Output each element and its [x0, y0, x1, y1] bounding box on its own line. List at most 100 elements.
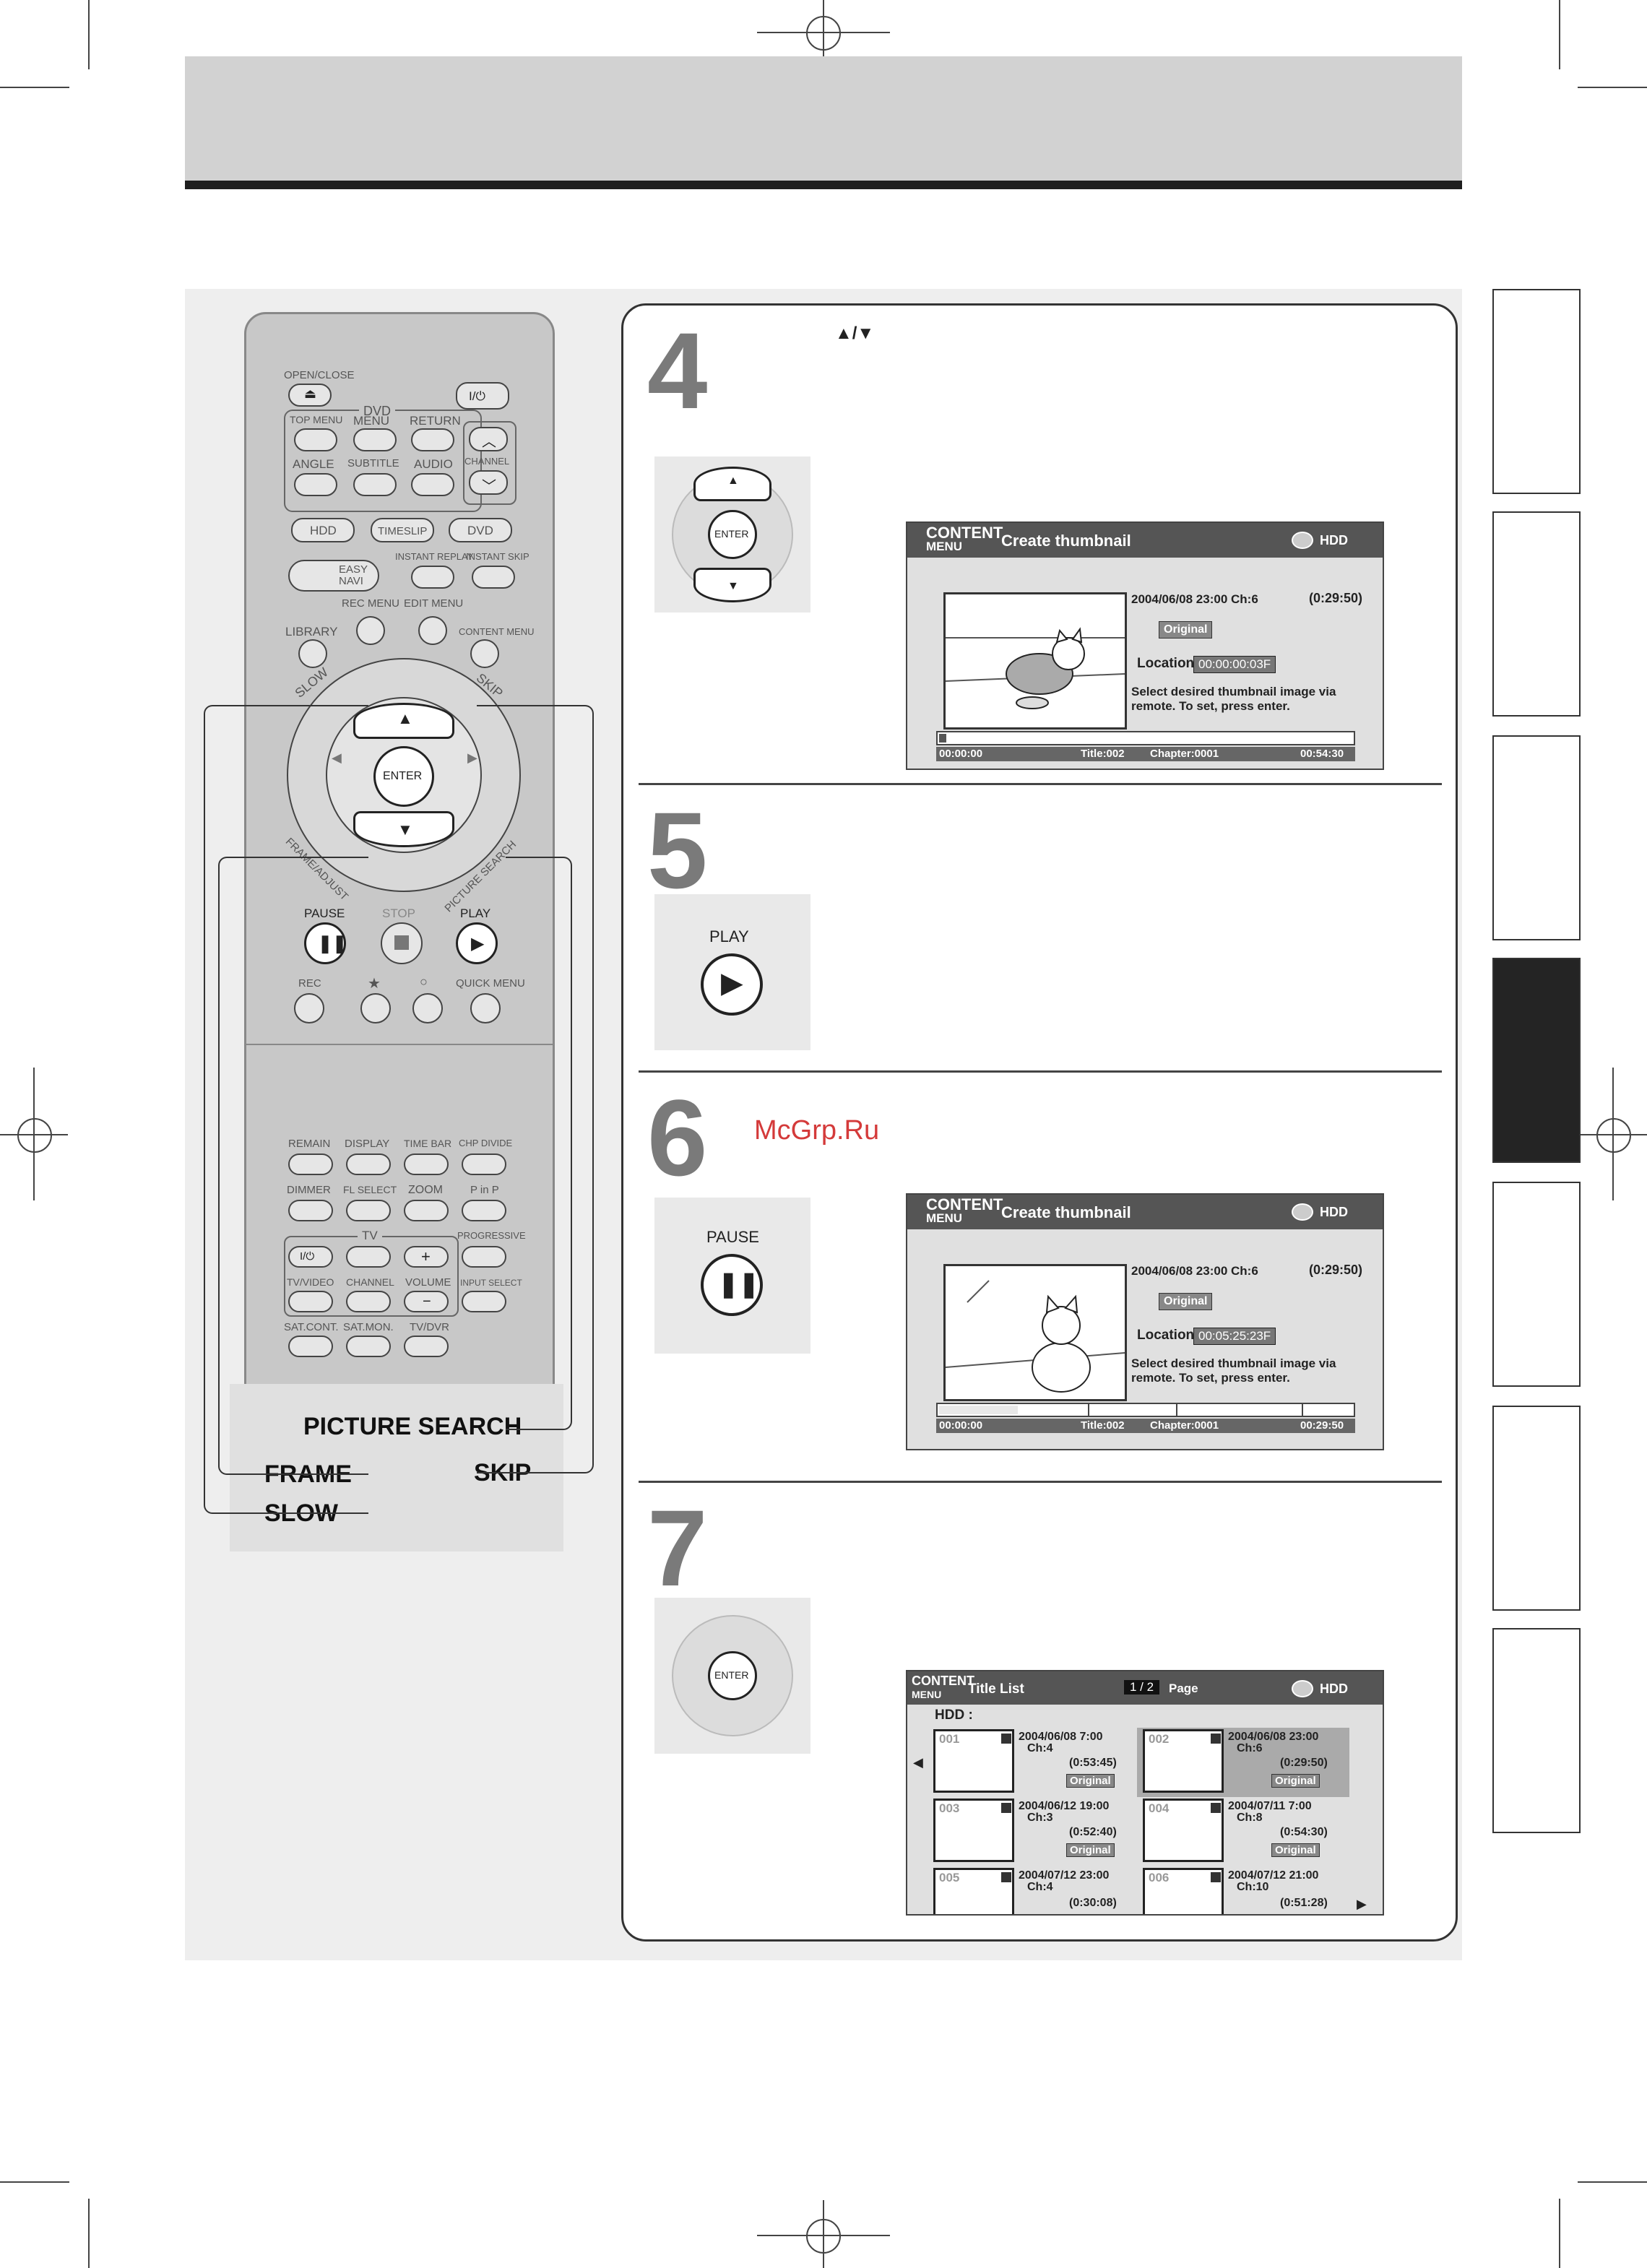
stop-button[interactable] — [381, 922, 423, 964]
p-in-p-button[interactable] — [462, 1200, 506, 1221]
side-tab-active[interactable] — [1492, 958, 1581, 1163]
side-tab[interactable] — [1492, 1628, 1581, 1833]
timeslip-button[interactable]: TIMESLIP — [371, 518, 434, 542]
side-tab[interactable] — [1492, 735, 1581, 940]
edit-menu-button[interactable] — [418, 616, 447, 645]
title-list-item[interactable]: 001 2004/06/08 7:00 Ch:4 (0:53:45) Origi… — [925, 1729, 1134, 1796]
title-list-item[interactable]: 006 2004/07/12 21:00 Ch:10 (0:51:28) — [1137, 1868, 1349, 1914]
title-channel: Ch:4 — [1027, 1742, 1053, 1754]
title-date: 2004/06/08 7:00 — [1019, 1731, 1103, 1743]
dvd-button[interactable]: DVD — [449, 518, 512, 542]
title-number: 004 — [1149, 1801, 1170, 1815]
prev-page-arrow-icon[interactable]: ◀ — [913, 1755, 923, 1770]
menu-button[interactable] — [353, 428, 397, 451]
volume-up-button[interactable]: + — [404, 1246, 449, 1268]
easy-navi-button[interactable]: EASY NAVI — [288, 560, 379, 592]
title-list-item-selected[interactable]: 002 2004/06/08 23:00 Ch:6 (0:29:50) Orig… — [1137, 1728, 1349, 1797]
progressive-button[interactable] — [462, 1246, 506, 1268]
remain-button[interactable] — [288, 1154, 333, 1175]
fl-select-button[interactable] — [346, 1200, 391, 1221]
hdd-button[interactable]: HDD — [291, 518, 355, 542]
title-list-item[interactable]: 003 2004/06/12 19:00 Ch:3 (0:52:40) Orig… — [925, 1799, 1134, 1865]
play-button[interactable]: ▶ — [456, 922, 498, 964]
star-button[interactable] — [360, 993, 391, 1023]
crop-mark — [88, 0, 90, 69]
up-arrow-button[interactable]: ▲ — [693, 467, 771, 501]
channel-up-button[interactable]: ︿ — [469, 427, 508, 451]
chp-divide-button[interactable] — [462, 1154, 506, 1175]
volume-down-button[interactable]: − — [404, 1291, 449, 1312]
right-arrow-icon[interactable]: ▶ — [467, 750, 477, 765]
protect-icon — [1211, 1734, 1221, 1744]
tv-dvr-button[interactable] — [404, 1336, 449, 1357]
dvd-group-label: DVD — [359, 404, 396, 419]
title-number: Title:002 — [1081, 748, 1125, 760]
time-bar-fill — [939, 1406, 1018, 1414]
tv-channel-up-button[interactable] — [346, 1246, 391, 1268]
pause-button[interactable]: ❚❚ — [304, 922, 347, 964]
side-tab[interactable] — [1492, 511, 1581, 717]
title-list-item[interactable]: 005 2004/07/12 23:00 Ch:4 (0:30:08) — [925, 1868, 1134, 1914]
instant-replay-button[interactable] — [411, 566, 454, 589]
dimmer-button[interactable] — [288, 1200, 333, 1221]
sat-cont-button[interactable] — [288, 1336, 333, 1357]
power-button[interactable]: I/⏻ — [456, 382, 509, 410]
original-badge: Original — [1271, 1843, 1320, 1857]
recording-duration: (0:29:50) — [1309, 591, 1363, 605]
display-button[interactable] — [346, 1154, 391, 1175]
side-tab[interactable] — [1492, 1182, 1581, 1387]
title-number: 001 — [939, 1732, 960, 1746]
sat-mon-button[interactable] — [346, 1336, 391, 1357]
side-tab[interactable] — [1492, 289, 1581, 494]
quick-menu-button[interactable] — [470, 993, 501, 1023]
next-page-arrow-icon[interactable]: ▶ — [1357, 1897, 1367, 1911]
open-close-button[interactable]: ⏏ — [288, 384, 332, 407]
zoom-button[interactable] — [404, 1200, 449, 1221]
dimmer-label: DIMMER — [287, 1184, 331, 1196]
angle-button[interactable] — [294, 473, 337, 496]
leader-line-frame — [218, 857, 368, 1475]
audio-button[interactable] — [411, 473, 454, 496]
watermark-text: McGrp.Ru — [754, 1115, 880, 1146]
input-select-button[interactable] — [462, 1291, 506, 1312]
enter-button[interactable]: ENTER — [708, 510, 757, 559]
device-label: HDD — [1320, 1681, 1348, 1696]
enter-button[interactable]: ENTER — [708, 1651, 757, 1700]
instant-skip-button[interactable] — [472, 566, 515, 589]
button-legend — [230, 1384, 563, 1551]
volume-label: VOLUME — [405, 1276, 451, 1289]
tv-power-button[interactable]: I/⏻ — [288, 1246, 333, 1268]
original-badge: Original — [1159, 1293, 1213, 1310]
content-menu-button[interactable] — [470, 639, 499, 668]
circle-button[interactable] — [412, 993, 443, 1023]
play-button-label: PLAY — [709, 927, 749, 945]
angle-label: ANGLE — [293, 457, 334, 471]
top-menu-button[interactable] — [294, 428, 337, 451]
side-tab[interactable] — [1492, 1406, 1581, 1611]
p-in-p-label: P in P — [470, 1184, 499, 1196]
library-button[interactable] — [298, 639, 327, 668]
pause-button[interactable]: ❚❚ — [701, 1254, 763, 1316]
location-value[interactable]: 00:05:25:23F — [1193, 1328, 1276, 1345]
down-arrow-button[interactable]: ▼ — [353, 811, 454, 847]
title-thumbnail — [933, 1799, 1014, 1862]
rec-button[interactable] — [294, 993, 324, 1023]
channel-down-button[interactable]: ﹀ — [469, 470, 508, 495]
enter-button[interactable]: ENTER — [373, 746, 434, 807]
down-arrow-button[interactable]: ▼ — [693, 568, 771, 602]
up-arrow-button[interactable]: ▲ — [353, 703, 454, 739]
location-value[interactable]: 00:00:00:03F — [1193, 656, 1276, 673]
time-bar-button[interactable] — [404, 1154, 449, 1175]
remote-divider — [246, 1044, 553, 1045]
title-list-item[interactable]: 004 2004/07/11 7:00 Ch:8 (0:54:30) Origi… — [1137, 1799, 1349, 1865]
tv-video-button[interactable] — [288, 1291, 333, 1312]
instruction-text: Select desired thumbnail image via remot… — [1131, 1356, 1336, 1385]
remain-label: REMAIN — [288, 1138, 331, 1150]
return-button[interactable] — [411, 428, 454, 451]
left-arrow-icon[interactable]: ◀ — [332, 750, 342, 765]
play-button[interactable]: ▶ — [701, 953, 763, 1016]
subtitle-button[interactable] — [353, 473, 397, 496]
rec-menu-button[interactable] — [356, 616, 385, 645]
tv-channel-down-button[interactable] — [346, 1291, 391, 1312]
